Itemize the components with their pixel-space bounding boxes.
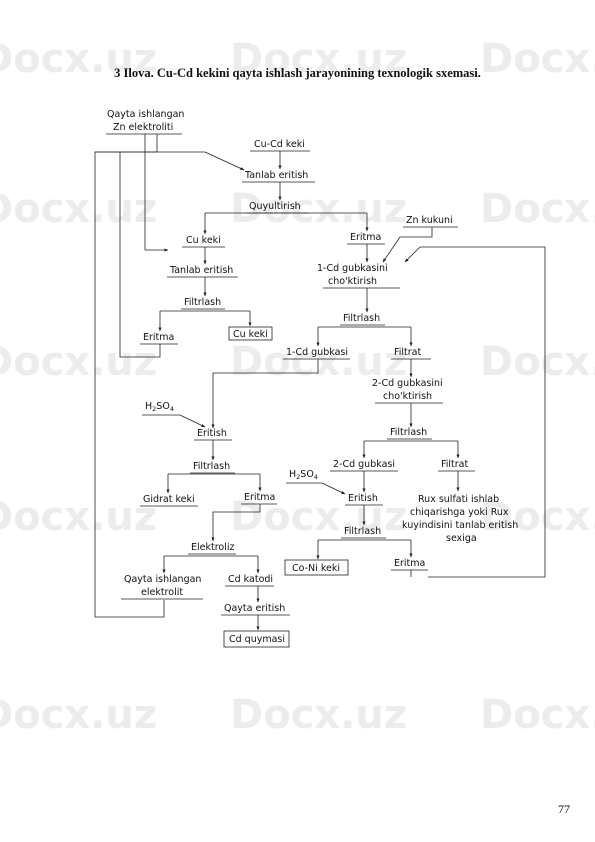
node-solution-3: Eritma bbox=[244, 492, 275, 503]
box-cd-casting bbox=[223, 630, 290, 648]
node-cd1-precip-line2: cho'ktirish bbox=[328, 276, 377, 287]
node-cd-casting: Cd quymasi bbox=[229, 634, 285, 645]
node-filtration-4: Filtrlash bbox=[193, 461, 230, 472]
node-cd1-precip-line1: 1-Cd gubkasini bbox=[317, 263, 388, 274]
node-dissolution-1: Eritish bbox=[197, 428, 227, 439]
node-filtrate-2: Filtrat bbox=[441, 459, 469, 470]
node-coni-cake: Co-Ni keki bbox=[292, 563, 340, 574]
page-number: 77 bbox=[558, 802, 570, 816]
node-filtration-5: Filtrlash bbox=[344, 526, 381, 537]
node-filtrate-1: Filtrat bbox=[394, 347, 422, 358]
node-cd2-precip-line1: 2-Cd gubkasini bbox=[372, 378, 443, 389]
node-spent-electrolyte-line4: elektrolit bbox=[141, 587, 183, 598]
node-cd2-sponge: 2-Cd gubkasi bbox=[333, 459, 395, 470]
node-cu-cake-1: Cu keki bbox=[186, 235, 221, 246]
node-dissolution-2: Eritish bbox=[348, 493, 378, 504]
node-thickening: Quyultirish bbox=[249, 201, 301, 212]
page-title: 3 Ilova. Cu-Cd kekini qayta ishlash jara… bbox=[114, 66, 481, 80]
node-zinc-sulfate-line2: chiqarishga yoki Rux bbox=[410, 507, 509, 518]
node-h2so4-2: H2SO4 bbox=[289, 469, 318, 481]
node-filtration-1: Filtrlash bbox=[184, 297, 221, 308]
node-selective-dissolution-1: Tanlab eritish bbox=[244, 170, 308, 181]
node-electrolysis: Elektroliz bbox=[191, 542, 235, 553]
node-spent-electrolyte-line3: Qayta ishlangan bbox=[124, 574, 201, 585]
node-cd1-sponge: 1-Cd gubkasi bbox=[286, 347, 348, 358]
node-zinc-sulfate-line1: Rux sulfati ishlab bbox=[418, 494, 499, 505]
node-cd2-precip-line2: cho'ktirish bbox=[383, 391, 432, 402]
node-filtration-2: Filtrlash bbox=[343, 313, 380, 324]
node-cd-cathode: Cd katodi bbox=[228, 574, 273, 585]
node-zinc-dust: Zn kukuni bbox=[406, 215, 453, 226]
node-h2so4-1: H2SO4 bbox=[145, 401, 174, 413]
node-solution-4: Eritma bbox=[394, 558, 425, 569]
node-solution-1: Eritma bbox=[350, 232, 381, 243]
node-cucd-cake: Cu-Cd keki bbox=[254, 139, 305, 150]
node-zinc-sulfate-line4: sexiga bbox=[446, 533, 477, 544]
node-remelting: Qayta eritish bbox=[224, 603, 285, 614]
node-filtration-3: Filtrlash bbox=[390, 427, 427, 438]
node-zinc-sulfate-line3: kuyindisini tanlab eritish bbox=[402, 520, 518, 531]
flow-connectors bbox=[94, 134, 546, 631]
node-selective-dissolution-2: Tanlab eritish bbox=[169, 265, 233, 276]
box-coni-cake bbox=[284, 559, 349, 576]
node-cu-cake-2: Cu keki bbox=[233, 329, 268, 340]
node-spent-electrolyte-line2: Zn elektroliti bbox=[113, 122, 173, 133]
node-solution-2: Eritma bbox=[143, 332, 174, 343]
node-spent-electrolyte-line1: Qayta ishlangan bbox=[107, 109, 184, 120]
node-hydrate-cake: Gidrat keki bbox=[143, 494, 195, 505]
box-cu-cake-2 bbox=[228, 326, 273, 341]
